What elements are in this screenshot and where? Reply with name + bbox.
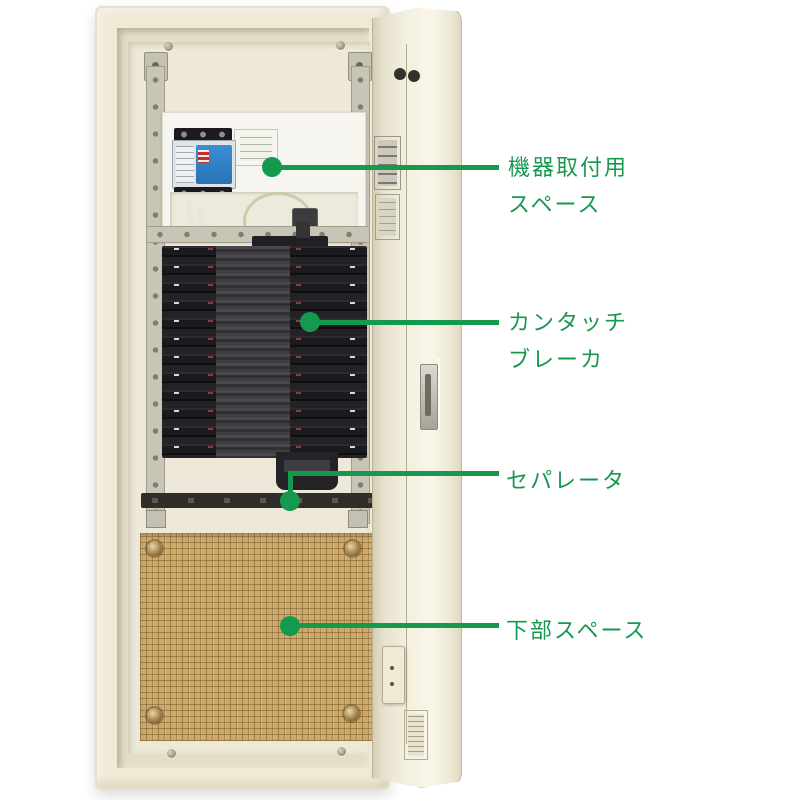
door-edge-highlight xyxy=(438,358,440,430)
door-inner-sticker-upper xyxy=(374,136,401,190)
board-screw-top-right xyxy=(345,541,360,556)
callout-dot-kantouch-breaker xyxy=(300,312,320,332)
callout-label-line: 機器取付用 xyxy=(508,155,629,180)
door-hinge-dot-right xyxy=(408,70,420,82)
frame-screw-bottom-left xyxy=(167,749,176,758)
frame-screw-top-right xyxy=(336,41,345,50)
frame-screw-top-left xyxy=(164,42,173,51)
breaker-indicator-column-right xyxy=(296,248,301,456)
branch-breaker-block xyxy=(162,246,367,458)
separator-slots xyxy=(152,498,378,503)
callout-dot-lower-space xyxy=(280,616,300,636)
breaker-toggle-column-left xyxy=(174,248,179,456)
board-screw-bottom-left xyxy=(147,708,162,723)
callout-line-equipment-space xyxy=(272,165,499,170)
frame-screw-bottom-right xyxy=(337,747,346,756)
main-breaker-rating-window xyxy=(198,150,209,163)
main-breaker-label xyxy=(176,146,194,183)
callout-dot-equipment-space xyxy=(262,157,282,177)
callout-line-lower-space xyxy=(290,623,499,628)
callout-label-line: ブレーカ xyxy=(508,347,605,372)
latch-dot-upper xyxy=(390,666,394,670)
kantouch-breaker-product-photo: 100V xyxy=(640,242,726,438)
latch-dot-lower xyxy=(390,682,394,686)
mounting-rail-left xyxy=(146,66,165,524)
door-latch xyxy=(382,646,405,704)
busbar-top-connector xyxy=(252,236,328,249)
separator-bracket-right xyxy=(348,510,368,528)
callout-line-separator-horizontal xyxy=(288,471,499,476)
callout-label-line: スペース xyxy=(508,192,602,217)
callout-dot-separator xyxy=(280,491,300,511)
breaker-indicator-column-left xyxy=(208,248,213,456)
callout-label-equipment-space: 機器取付用 スペース xyxy=(508,149,628,223)
callout-line-kantouch-breaker xyxy=(310,320,499,325)
callout-line-separator-vertical xyxy=(288,471,293,503)
door-edge-line xyxy=(406,44,407,744)
door-handle-slot xyxy=(425,374,431,416)
callout-label-line: セパレータ xyxy=(506,468,627,493)
busbar-feed-stem xyxy=(296,222,310,238)
door-hinge-dot-left xyxy=(394,68,406,80)
callout-label-lower-space: 下部スペース xyxy=(506,612,647,649)
callout-label-line: カンタッチ xyxy=(508,310,629,335)
board-screw-bottom-right xyxy=(344,706,359,721)
board-screw-top-left xyxy=(147,541,162,556)
busbar-bottom-band xyxy=(284,460,330,472)
breaker-toggle-column-right xyxy=(350,248,355,456)
callout-label-kantouch-breaker: カンタッチ ブレーカ xyxy=(508,304,628,378)
callout-label-line: 下部スペース xyxy=(506,618,648,643)
center-busbar xyxy=(216,246,290,458)
callout-label-separator: セパレータ xyxy=(506,462,626,499)
door-bottom-label xyxy=(404,710,428,760)
door-inner-sticker-lower xyxy=(375,194,400,240)
main-breaker-terminals-top xyxy=(174,128,232,141)
separator-bracket-left xyxy=(146,510,166,528)
